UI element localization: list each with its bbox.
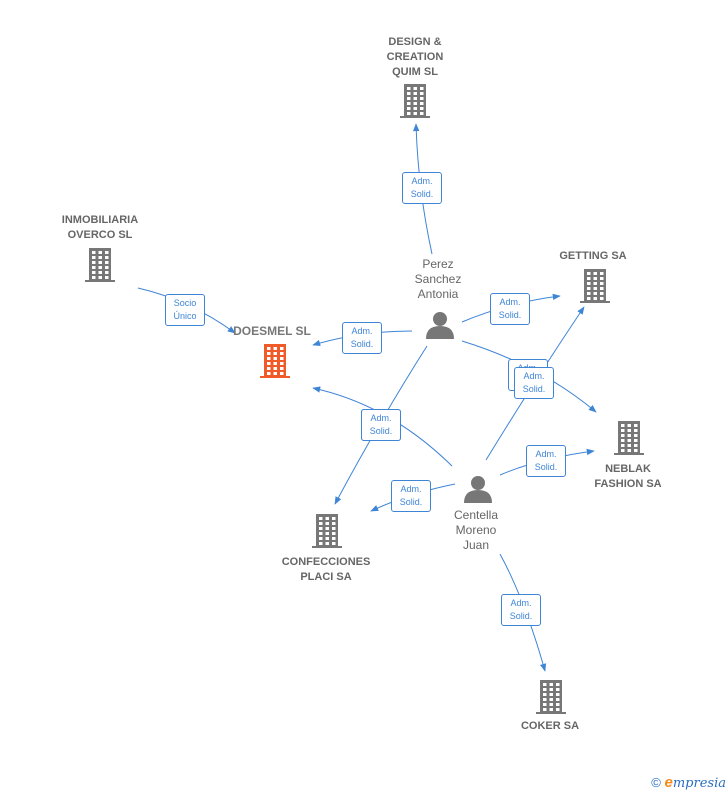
inmobiliaria-company-label[interactable]: INMOBILIARIA OVERCO SL: [61, 214, 139, 241]
coker-company-label[interactable]: COKER SA: [520, 720, 580, 732]
centella-person-icon[interactable]: [464, 476, 492, 503]
edge-label-perez-to-design: Adm. Solid.: [402, 172, 442, 204]
edge-label-centella-to-neblak: Adm. Solid.: [526, 445, 566, 477]
edge-label-centella-to-confecciones: Adm. Solid.: [391, 480, 431, 512]
edge-label-centella-to-coker: Adm. Solid.: [501, 594, 541, 626]
empresia-logo-icon: e: [664, 774, 673, 791]
centella-person-label[interactable]: Centella Moreno Juan: [453, 508, 499, 552]
edge-label-centella-to-getting: Adm. Solid.: [514, 367, 554, 399]
inmobiliaria-building-icon[interactable]: [85, 248, 115, 282]
doesmel-building-icon[interactable]: [260, 344, 290, 378]
edge-label-inmobiliaria-to-doesmel: Socio Único: [165, 294, 205, 326]
coker-building-icon[interactable]: [536, 680, 566, 714]
design-company-label[interactable]: DESIGN & CREATION QUIM SL: [386, 36, 444, 78]
neblak-building-icon[interactable]: [614, 421, 644, 455]
getting-building-icon[interactable]: [580, 269, 610, 303]
footer-brand-text: mpresia: [672, 776, 726, 791]
doesmel-company-label[interactable]: DOESMEL SL: [233, 324, 311, 338]
perez-person-icon[interactable]: [426, 312, 454, 339]
design-building-icon[interactable]: [400, 84, 430, 118]
edge-label-centella-to-doesmel: Adm. Solid.: [361, 409, 401, 441]
footer-brand: © empresia: [651, 774, 726, 791]
neblak-company-label[interactable]: NEBLAK FASHION SA: [594, 463, 662, 490]
edge-label-perez-to-getting: Adm. Solid.: [490, 293, 530, 325]
getting-company-label[interactable]: GETTING SA: [559, 250, 627, 262]
confecciones-company-label[interactable]: CONFECCIONES PLACI SA: [281, 556, 371, 583]
edge-label-perez-to-doesmel: Adm. Solid.: [342, 322, 382, 354]
confecciones-building-icon[interactable]: [312, 514, 342, 548]
copyright-icon: ©: [651, 775, 661, 790]
perez-person-label[interactable]: Perez Sanchez Antonia: [414, 257, 462, 301]
